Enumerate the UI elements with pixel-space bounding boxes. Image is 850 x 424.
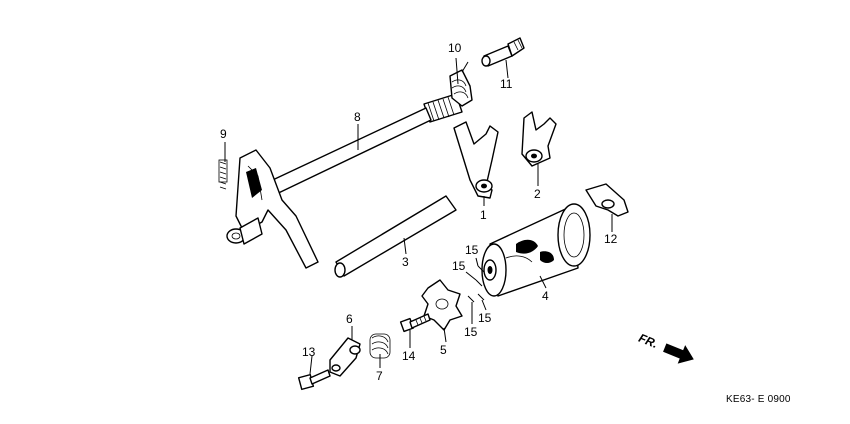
callout-15-top: 15 — [465, 243, 479, 257]
part-8-shift-spindle — [226, 93, 463, 269]
part-1-shift-fork — [453, 121, 499, 199]
part-13-bolt — [297, 369, 331, 391]
callout-12: 12 — [604, 232, 618, 246]
part-6-stopper-arm — [329, 337, 361, 377]
front-direction-indicator: FR. — [637, 331, 694, 364]
part-9-return-spring — [218, 159, 228, 190]
callout-1: 1 — [480, 208, 487, 222]
part-4-shift-drum — [481, 203, 591, 297]
part-5-drum-center — [421, 279, 463, 331]
callout-6: 6 — [346, 312, 353, 326]
part-10-arm-spring — [449, 61, 473, 107]
callout-14: 14 — [402, 349, 416, 363]
leader-lines — [224, 57, 613, 375]
part-2-shift-fork — [521, 111, 557, 167]
part-12-stopper-plate — [585, 183, 629, 217]
fr-label: FR. — [637, 331, 660, 351]
callout-labels: 9 8 10 11 1 2 3 4 12 15 15 15 15 5 14 6 … — [220, 41, 618, 383]
part-14-bolt — [399, 313, 431, 333]
callout-5: 5 — [440, 343, 447, 357]
callout-13: 13 — [302, 345, 316, 359]
callout-2: 2 — [534, 187, 541, 201]
callout-3: 3 — [402, 255, 409, 269]
part-3-fork-shaft — [334, 195, 457, 278]
callout-8: 8 — [354, 110, 361, 124]
callout-11: 11 — [500, 77, 513, 91]
part-15-pins — [467, 265, 485, 303]
front-arrow-icon — [663, 343, 694, 364]
callout-4: 4 — [542, 289, 549, 303]
callout-7: 7 — [376, 369, 383, 383]
callout-9: 9 — [220, 127, 227, 141]
drawing-code: KE63- E 0900 — [726, 394, 791, 405]
callout-15-right: 15 — [478, 311, 492, 325]
callout-15-bottom: 15 — [464, 325, 478, 339]
callout-10: 10 — [448, 41, 462, 55]
callout-15-left: 15 — [452, 259, 466, 273]
part-11-stopper-bolt — [481, 37, 525, 67]
